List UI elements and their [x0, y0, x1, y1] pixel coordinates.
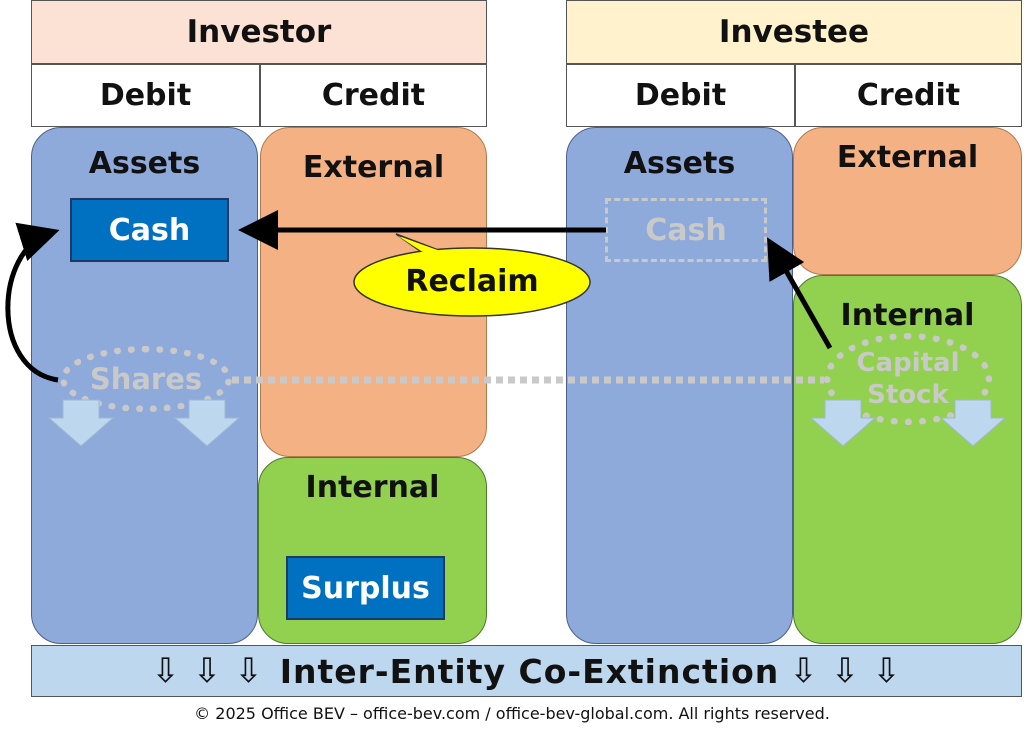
co-extinction-banner: ⇩ ⇩ ⇩ Inter-Entity Co-Extinction ⇩ ⇩ ⇩ — [31, 645, 1022, 697]
reclaim-callout-label: Reclaim — [405, 264, 539, 299]
copyright-footer: © 2025 Office BEV – office-bev.com / off… — [194, 704, 830, 723]
investor-header: Investor — [31, 0, 487, 64]
surplus-box: Surplus — [286, 556, 445, 620]
investor-external-title: External — [302, 150, 445, 185]
down-arrow-icon: ⇩ — [234, 651, 264, 691]
investee-credit-header: Credit — [795, 64, 1022, 127]
investor-internal-title: Internal — [305, 470, 440, 505]
banner-title: Inter-Entity Co-Extinction — [279, 651, 780, 691]
down-arrow-icon: ⇩ — [789, 651, 819, 691]
investee-external-panel: External — [793, 127, 1022, 275]
capital-to-cash-arrow — [767, 237, 833, 350]
investee-debit-header: Debit — [566, 64, 795, 127]
investee-internal-title: Internal — [840, 298, 975, 333]
down-arrow-icon: ⇩ — [830, 651, 861, 691]
capital-stock-ghost-oval: Capital Stock — [824, 333, 992, 425]
investor-credit-header: Credit — [260, 64, 487, 127]
capital-stock-line-1: Capital — [856, 348, 960, 378]
down-arrow-icon: ⇩ — [151, 651, 181, 691]
capital-stock-line-2: Stock — [867, 380, 949, 410]
investee-cash-ghost: Cash — [605, 198, 767, 262]
investee-assets-title: Assets — [623, 146, 736, 181]
down-arrow-icon: ⇩ — [192, 651, 223, 691]
reclaim-callout-bubble — [353, 247, 591, 317]
shares-to-cash-curve — [5, 222, 60, 383]
investee-header: Investee — [566, 0, 1022, 64]
investee-down-arrow-right — [939, 399, 1007, 447]
investor-assets-title: Assets — [88, 146, 201, 181]
investor-down-arrow-right — [173, 399, 241, 447]
investee-assets-panel: Assets — [566, 127, 793, 644]
investor-down-arrow-left — [47, 399, 115, 447]
investee-external-title: External — [836, 140, 979, 175]
shares-ghost-oval: Shares — [60, 346, 232, 412]
investor-cash-box: Cash — [70, 198, 229, 262]
down-arrow-icon: ⇩ — [872, 651, 902, 691]
investee-down-arrow-left — [809, 399, 877, 447]
investor-debit-header: Debit — [31, 64, 260, 127]
